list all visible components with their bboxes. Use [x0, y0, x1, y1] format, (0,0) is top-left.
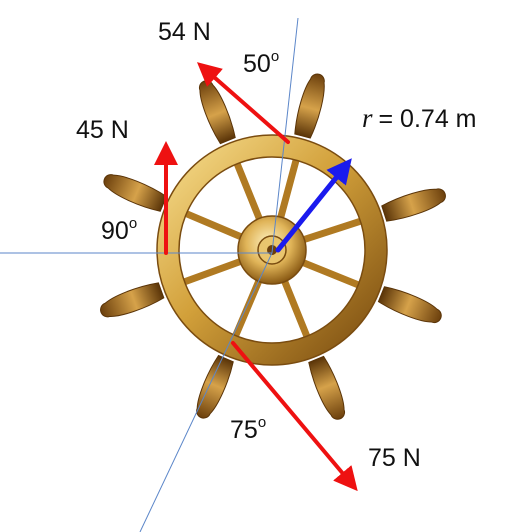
lower-reference-line — [139, 252, 273, 532]
force-label-45n: 45 N — [76, 116, 129, 144]
angle-label-90: 90o — [101, 215, 137, 245]
radius-value: = 0.74 m — [379, 105, 477, 133]
radius-symbol: r — [362, 103, 373, 133]
angle-value-50: 50 — [243, 50, 271, 78]
reference-lines — [0, 17, 299, 532]
degree-symbol: o — [271, 48, 279, 65]
force-label-54n: 54 N — [158, 18, 211, 46]
force-arrow-54n — [196, 62, 290, 144]
radius-arrow — [275, 158, 352, 253]
upper-reference-line — [271, 17, 299, 254]
angle-label-75: 75o — [230, 414, 266, 444]
degree-symbol: o — [129, 215, 137, 232]
angle-label-50: 50o — [243, 48, 279, 78]
force-arrows — [154, 62, 358, 492]
force-label-75n: 75 N — [368, 444, 421, 472]
radius-label: r= 0.74 m — [362, 103, 477, 133]
angle-value-90: 90 — [101, 217, 129, 245]
degree-symbol: o — [258, 414, 266, 431]
angle-value-75: 75 — [230, 416, 258, 444]
wheel-handles — [100, 73, 446, 420]
force-arrow-75n — [231, 341, 358, 492]
